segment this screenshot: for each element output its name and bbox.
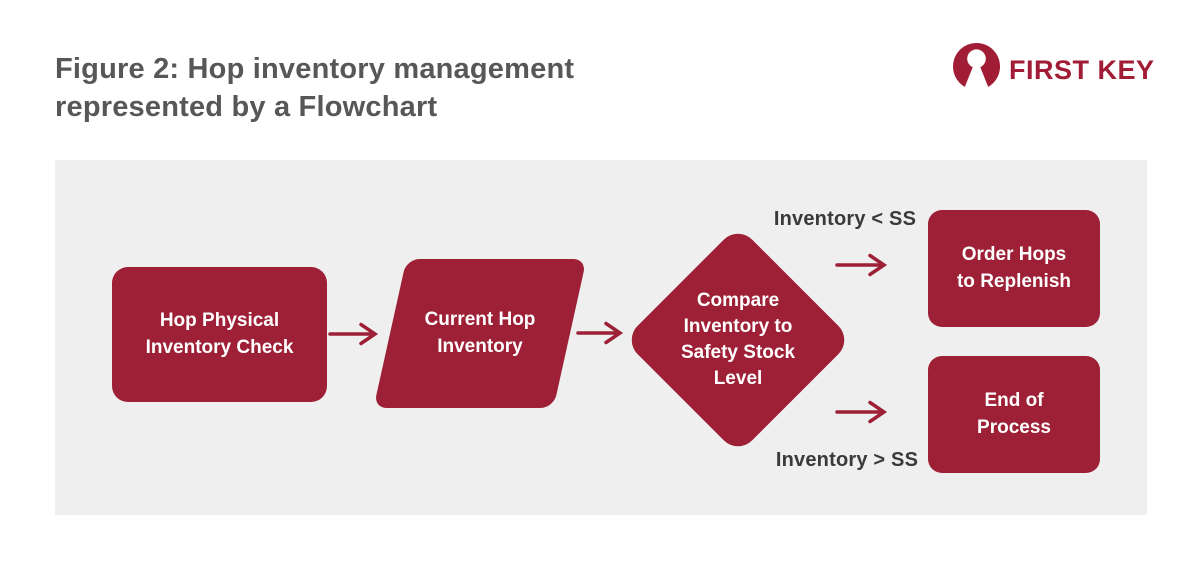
node-end-of-process xyxy=(928,356,1100,473)
edge-label-inventory-less-than-ss: Inventory < SS xyxy=(773,208,917,230)
edge-label-inventory-greater-than-ss: Inventory > SS xyxy=(775,449,919,471)
node-current-hop-inventory xyxy=(373,259,587,408)
node-order-hops-to-replenish xyxy=(928,210,1100,327)
node-hop-physical-inventory-check xyxy=(112,267,327,402)
firstkey-logo: FIRST KEY xyxy=(953,43,1155,97)
figure-title-line1: Figure 2: Hop inventory management xyxy=(55,53,575,85)
figure-title: Figure 2: Hop inventory management repre… xyxy=(55,50,574,127)
figure-title-line2: represented by a Flowchart xyxy=(55,91,438,124)
logo-brand-text: FIRST KEY xyxy=(1009,54,1155,85)
keyhole-icon xyxy=(953,43,1000,97)
